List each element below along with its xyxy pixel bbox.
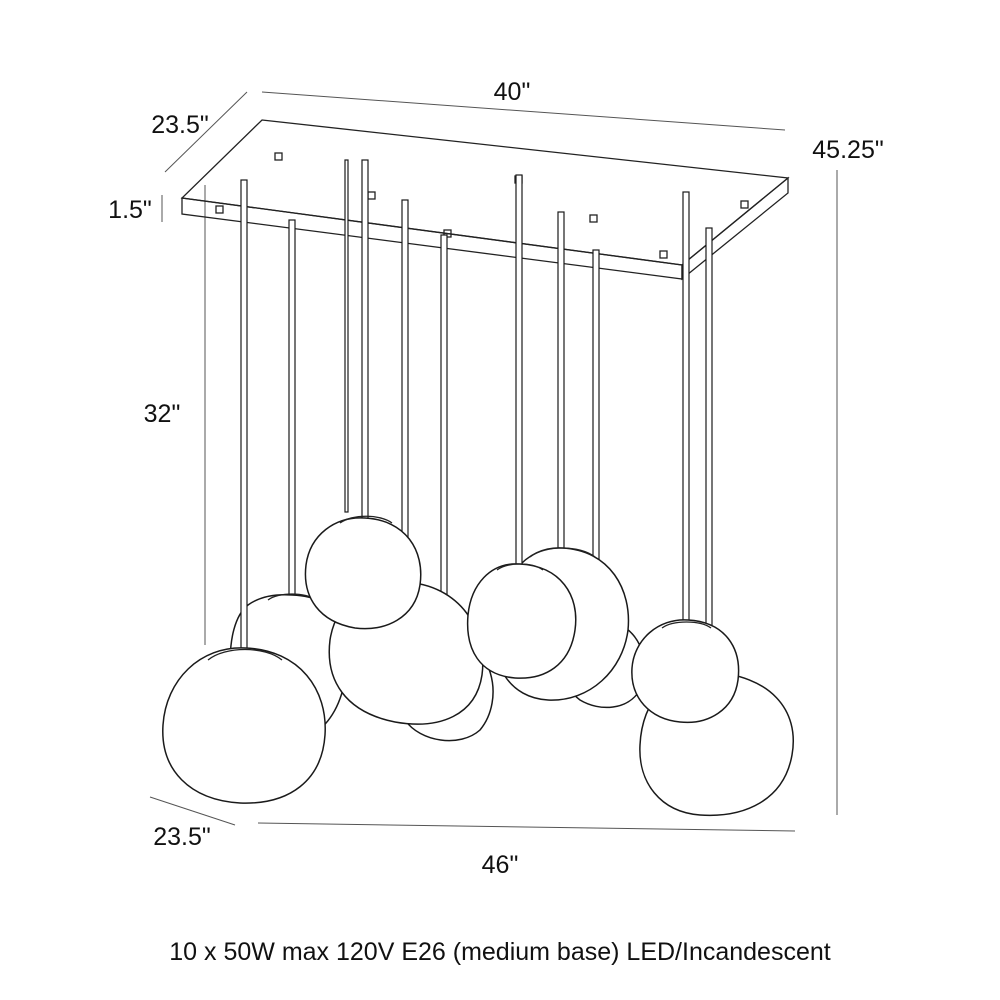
pendant-rod xyxy=(440,234,448,636)
dimension-labels: 40" 23.5" 1.5" 45.25" 32" 23.5" 46" xyxy=(108,78,884,879)
canopy-port xyxy=(589,214,598,223)
top-width-line xyxy=(261,91,786,131)
canopy-port xyxy=(215,205,224,214)
pendants xyxy=(162,159,794,817)
globe-cap xyxy=(496,563,544,571)
pendant-rod xyxy=(705,227,713,674)
pendant-rod xyxy=(682,191,690,623)
drop-length-label: 32" xyxy=(144,400,181,428)
globe-cap xyxy=(529,547,596,558)
pendant-rod xyxy=(288,219,296,596)
top-depth-line xyxy=(164,91,248,173)
canopy-port xyxy=(740,200,749,209)
canopy-height-label: 1.5" xyxy=(108,196,152,224)
bulb-spec-text: 10 x 50W max 120V E26 (medium base) LED/… xyxy=(169,938,831,966)
bottom-depth-line xyxy=(149,796,236,826)
dimension-lines xyxy=(149,91,838,832)
glass-globe xyxy=(304,517,422,630)
pendant-rod xyxy=(401,199,409,586)
globe-cap xyxy=(339,515,393,524)
globe-cap xyxy=(207,648,283,661)
top-depth-label: 23.5" xyxy=(151,111,209,139)
pendant-rod xyxy=(557,211,565,551)
pendant-rod xyxy=(361,159,369,521)
glass-globe xyxy=(631,619,740,724)
pendant-rod xyxy=(240,179,248,651)
bottom-depth-label: 23.5" xyxy=(153,823,211,851)
top-width-label: 40" xyxy=(494,78,531,106)
bottom-width-label: 46" xyxy=(482,851,519,879)
canopy-port xyxy=(659,250,668,259)
overall-height-label: 45.25" xyxy=(812,136,883,164)
globe-cap xyxy=(661,621,712,629)
canopy-port xyxy=(367,191,376,200)
pendant-rod xyxy=(344,159,349,513)
pendant-rod xyxy=(515,174,523,566)
canopy xyxy=(180,119,790,281)
glass-globe xyxy=(466,563,577,679)
bottom-width-line xyxy=(257,822,796,832)
glass-globe xyxy=(162,647,326,804)
canopy-port xyxy=(274,152,283,161)
